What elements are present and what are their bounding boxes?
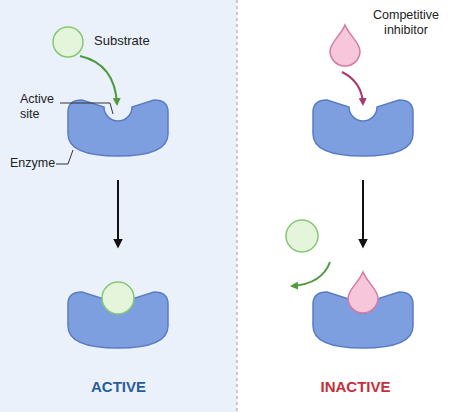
reaction-arrow [362, 180, 364, 246]
enzyme-shape [313, 292, 413, 348]
blocked-arrow [292, 262, 330, 286]
bound-inhibitor [348, 272, 378, 313]
part-label: Active site [20, 92, 62, 122]
inhibitor-drop: Competitive inhibitor [330, 24, 360, 66]
node-outline [52, 26, 84, 58]
node-text: Competitive inhibitor [360, 8, 452, 38]
inhibitor-shape [330, 25, 360, 66]
released-substrate [286, 220, 318, 252]
node-text: ACTIVE [0, 378, 237, 396]
enzyme-shape [313, 100, 413, 156]
substrate-shape [53, 27, 83, 57]
substrate-circle: Substrate [52, 26, 84, 58]
state-label: INACTIVE [237, 378, 474, 396]
binding-arrow [342, 72, 363, 104]
node-outline [330, 24, 360, 66]
node-text: Substrate [94, 33, 150, 49]
part-label: Enzyme [10, 156, 55, 171]
active-panel: ACTIVE Substrate [0, 0, 237, 412]
